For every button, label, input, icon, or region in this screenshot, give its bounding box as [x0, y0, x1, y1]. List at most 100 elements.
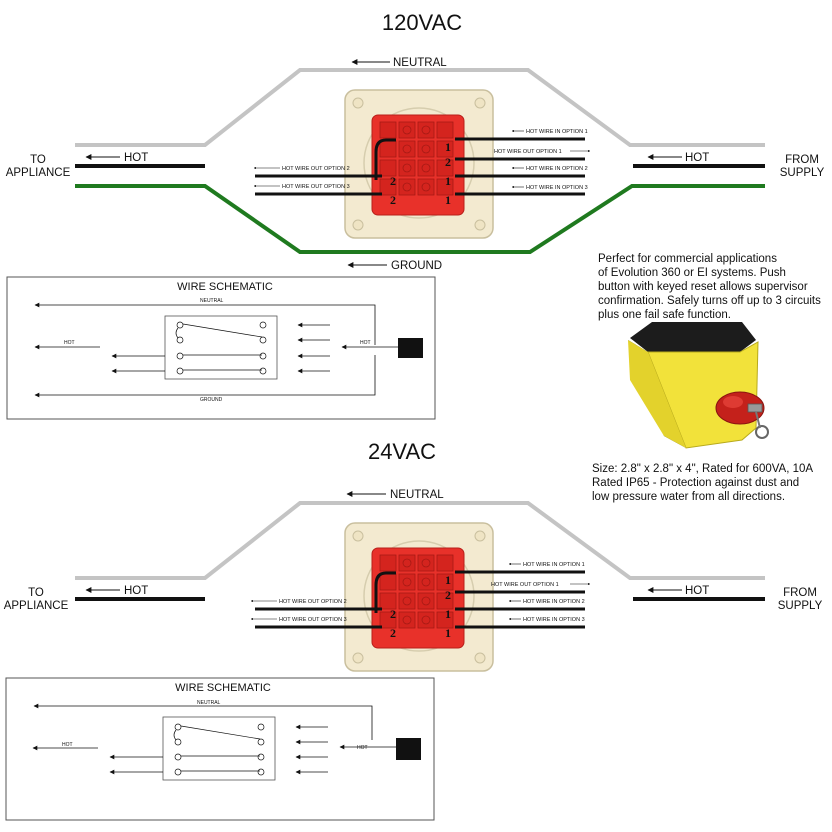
appliance-label-24: APPLIANCE — [4, 600, 69, 612]
switch-mount-circle-24 — [363, 540, 475, 652]
schematic-output-arrows-24 — [32, 745, 163, 775]
desc-line: button with keyed reset allows superviso… — [598, 281, 808, 293]
schematic-neutral-label: NEUTRAL — [200, 298, 224, 304]
hot-left-label-24: HOT — [124, 585, 148, 597]
switch-mount-circle — [363, 107, 475, 219]
terminal-number-2c: 2 — [390, 193, 396, 207]
screw-top-right — [474, 97, 486, 109]
label-in2-24: HOT WIRE IN OPTION 2 — [523, 599, 585, 605]
desc-line: Perfect for commercial applications — [598, 253, 777, 265]
label-in1: HOT WIRE IN OPTION 1 — [526, 129, 588, 135]
from-label: FROM — [785, 154, 819, 166]
product-description: Perfect for commercial applications of E… — [598, 252, 828, 322]
ground-label: GROUND — [391, 260, 442, 272]
schematic-hot-right-label: HOT — [360, 340, 371, 346]
terminal-number-2b-24: 2 — [390, 607, 396, 621]
jumper-wire-24 — [374, 571, 396, 613]
enclosure-top — [630, 322, 756, 352]
terminal-number-2a: 2 — [445, 155, 451, 169]
schematic-ground-line — [34, 355, 376, 398]
schematic-contacts — [175, 321, 267, 375]
terminal-screws-24 — [402, 558, 431, 625]
hot-right-label: HOT — [685, 152, 709, 164]
schematic-hot-right-label-24: HOT — [357, 745, 368, 751]
screw-bottom-left-24 — [352, 652, 364, 664]
schematic-title-24: WIRE SCHEMATIC — [175, 682, 271, 694]
spec-line: Size: 2.8" x 2.8" x 4", Rated for 600VA,… — [592, 463, 814, 475]
desc-line: of Evolution 360 or EI systems. Push — [598, 267, 786, 279]
label-in2: HOT WIRE IN OPTION 2 — [526, 166, 588, 172]
schematic-contacts-24 — [173, 723, 265, 776]
desc-line: confirmation. Safely turns off up to 3 c… — [598, 295, 821, 307]
label-out1: HOT WIRE OUT OPTION 1 — [494, 149, 562, 155]
schematic-hot-label: HOT — [64, 340, 75, 346]
schematic-frame-24 — [5, 677, 435, 821]
screw-top-left — [352, 97, 364, 109]
hot-right-label-24: HOT — [685, 585, 709, 597]
schematic-input-arrows — [297, 322, 330, 374]
screw-top-right-24 — [474, 530, 486, 542]
terminal-slots — [379, 121, 454, 196]
schematic-source-box-24 — [396, 738, 421, 760]
spec-line: low pressure water from all directions. — [592, 491, 786, 503]
product-image — [628, 322, 769, 449]
diagram-24vac: 24VAC NEUTRAL HOT HOT TO APPLIANCE FROM … — [4, 439, 823, 672]
neutral-label: NEUTRAL — [393, 57, 447, 69]
terminal-slots-24 — [379, 554, 454, 629]
stop-button-highlight — [723, 396, 743, 408]
neutral-wire — [75, 68, 765, 147]
to-label-24: TO — [28, 587, 44, 599]
supply-label-24: SUPPLY — [778, 600, 823, 612]
terminal-number-1c: 1 — [445, 193, 451, 207]
label-in3-24: HOT WIRE IN OPTION 3 — [523, 617, 585, 623]
hot-left-label: HOT — [124, 152, 148, 164]
schematic-hot-label-24: HOT — [62, 742, 73, 748]
schematic-neutral-label-24: NEUTRAL — [197, 700, 221, 706]
key-icon — [747, 403, 769, 439]
schematic-switch-box — [164, 315, 278, 380]
schematic-neutral-line-24 — [33, 703, 373, 740]
product-specs: Size: 2.8" x 2.8" x 4", Rated for 600VA,… — [592, 462, 828, 504]
screw-bottom-right-24 — [474, 652, 486, 664]
enclosure-side — [628, 340, 686, 448]
terminal-number-1a: 1 — [445, 140, 451, 154]
schematic-output-arrows — [34, 344, 165, 374]
supply-label: SUPPLY — [780, 167, 825, 179]
jumper-wire — [374, 138, 396, 180]
terminal-screws — [402, 125, 431, 192]
appliance-label: APPLIANCE — [6, 167, 71, 179]
label-out1-24: HOT WIRE OUT OPTION 1 — [491, 582, 559, 588]
terminal-number-2c-24: 2 — [390, 626, 396, 640]
to-label: TO — [30, 154, 46, 166]
terminal-number-1b: 1 — [445, 174, 451, 188]
label-in3: HOT WIRE IN OPTION 3 — [526, 185, 588, 191]
terminal-number-1b-24: 1 — [445, 607, 451, 621]
spec-line: Rated IP65 - Protection against dust and — [592, 477, 800, 489]
label-out2: HOT WIRE OUT OPTION 2 — [282, 166, 350, 172]
terminal-number-2b: 2 — [390, 174, 396, 188]
schematic-source-box — [398, 338, 423, 358]
schematic-ground-label: GROUND — [200, 397, 223, 403]
screw-bottom-right — [474, 219, 486, 231]
from-label-24: FROM — [783, 587, 817, 599]
label-out3: HOT WIRE OUT OPTION 3 — [282, 184, 350, 190]
terminal-number-1c-24: 1 — [445, 626, 451, 640]
title-120vac: 120VAC — [382, 10, 462, 35]
ground-wire — [75, 184, 765, 254]
desc-line: plus one fail safe function. — [598, 309, 731, 321]
label-out3-24: HOT WIRE OUT OPTION 3 — [279, 617, 347, 623]
schematic-input-arrows-24 — [295, 724, 328, 775]
terminal-number-1a-24: 1 — [445, 573, 451, 587]
schematic-24vac: WIRE SCHEMATIC NEUTRAL HOT HOT — [5, 677, 435, 821]
neutral-label-24: NEUTRAL — [390, 489, 444, 501]
schematic-neutral-line — [34, 302, 376, 345]
title-24vac: 24VAC — [368, 439, 436, 464]
terminal-number-2a-24: 2 — [445, 588, 451, 602]
label-out2-24: HOT WIRE OUT OPTION 2 — [279, 599, 347, 605]
screw-bottom-left — [352, 219, 364, 231]
diagram-120vac: 120VAC NEUTRAL GROUND HOT HOT TO APPLIAN… — [6, 10, 825, 272]
label-in1-24: HOT WIRE IN OPTION 1 — [523, 562, 585, 568]
schematic-title: WIRE SCHEMATIC — [177, 281, 273, 293]
schematic-120vac: WIRE SCHEMATIC NEUTRAL GROUND HOT — [6, 276, 436, 420]
neutral-wire-24 — [75, 501, 765, 580]
